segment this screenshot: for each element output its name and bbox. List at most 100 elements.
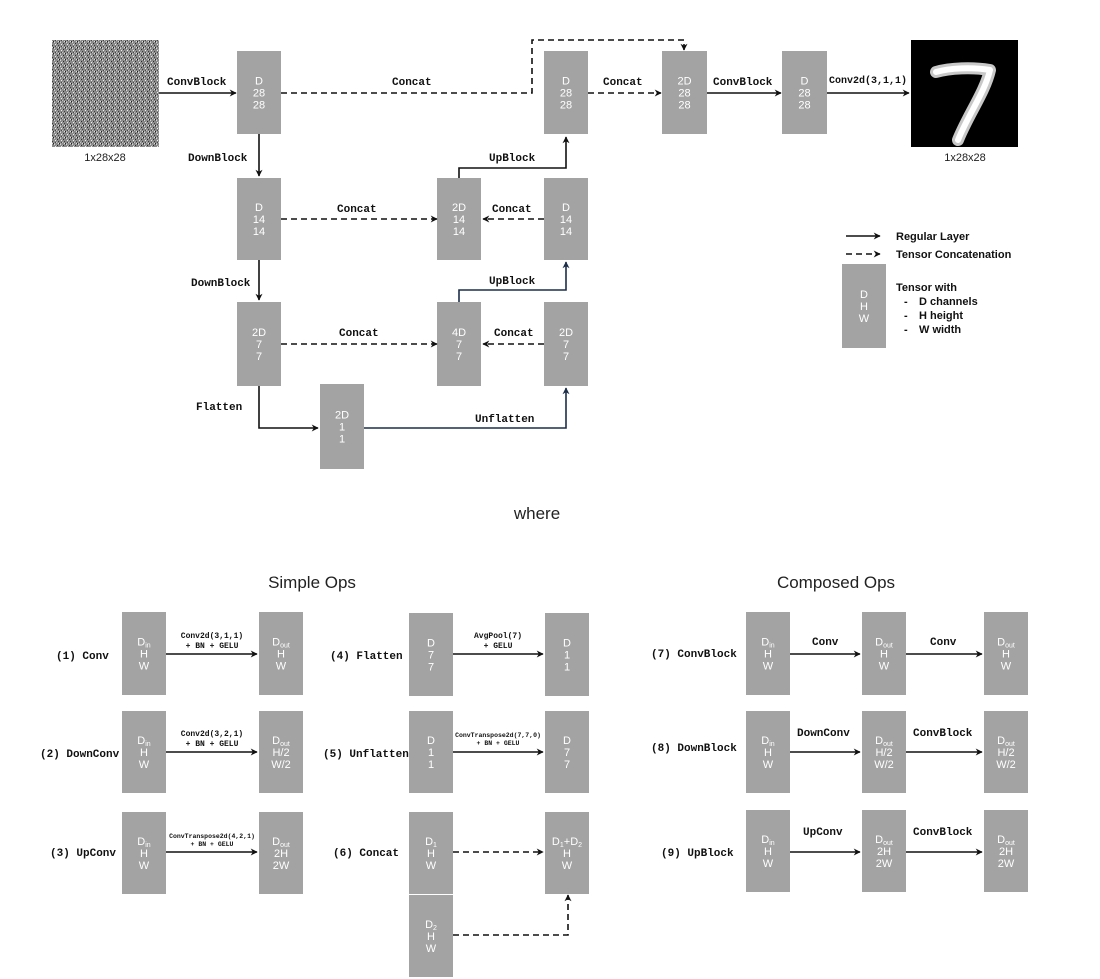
- legend-bullet-2: -: [904, 310, 908, 322]
- op-label-convblock: (7) ConvBlock: [651, 649, 737, 661]
- label-concat-mid: Concat: [337, 204, 377, 216]
- op-tensor-convblock-mid-line-3: W: [879, 661, 890, 673]
- op-tensor-downconv-in: DinHW: [122, 711, 166, 793]
- tensor-down-14-line-3: 14: [253, 226, 265, 238]
- tensor-flat-1: 2D11: [320, 384, 364, 469]
- op-tensor-downblock-in-line-3: W: [763, 759, 774, 771]
- label-upblock-1: UpBlock: [489, 276, 536, 288]
- op-tensor-convblock-mid: DoutHW: [862, 612, 906, 695]
- tensor-up-28-result-line-1: D: [562, 76, 570, 88]
- tensor-convblock-28-line-2: 28: [253, 88, 265, 100]
- tensor-up-7-concat-line-2: 7: [456, 339, 462, 351]
- legend-tensor-line-3: W: [859, 313, 870, 325]
- op-upblock-step2: ConvBlock: [913, 827, 973, 839]
- legend: Regular Layer Tensor Concatenation DHW T…: [842, 231, 1012, 348]
- label-unflatten: Unflatten: [475, 414, 534, 426]
- op-tensor-downconv-out-line-2: H/2: [272, 747, 289, 759]
- op-label-unflatten: (5) Unflatten: [323, 749, 409, 761]
- noise-input-image: [52, 40, 159, 147]
- op-convblock-step2: Conv: [930, 637, 957, 649]
- op-tensor-concat-in-1: D1HW: [409, 812, 453, 894]
- tensor-up-7-result: 2D77: [544, 302, 588, 386]
- label-convblock-in: ConvBlock: [167, 77, 227, 89]
- tensor-down-7: 2D77: [237, 302, 281, 386]
- op-downblock-step1: DownConv: [797, 728, 850, 740]
- op-tensor-unflatten-in-line-1: D: [427, 735, 435, 747]
- op-tensor-concat-in-1-line-2: H: [427, 848, 435, 860]
- tensor-convblock-28-line-1: D: [255, 76, 263, 88]
- op-tensor-concat-out-line-2: H: [563, 848, 571, 860]
- op-tensor-flatten-out-line-3: 1: [564, 662, 570, 674]
- legend-tensor: DHW: [842, 264, 886, 348]
- op-downconv-line2: + BN + GELU: [186, 740, 239, 749]
- op-tensor-downblock-mid: DoutH/2W/2: [862, 711, 906, 793]
- op-tensor-upblock-mid-line-2: 2H: [877, 846, 891, 858]
- tensor-down-14-line-2: 14: [253, 214, 265, 226]
- op-tensor-downblock-mid-line-3: W/2: [874, 759, 894, 771]
- op-upconv-line1: ConvTranspose2d(4,2,1): [169, 833, 255, 840]
- input-caption: 1x28x28: [84, 152, 126, 164]
- op-tensor-convblock-out-line-2: H: [1002, 649, 1010, 661]
- op-tensor-conv-in-line-2: H: [140, 649, 148, 661]
- tensor-up-14-result: D1414: [544, 178, 588, 260]
- tensor-up-28-concat-line-1: 2D: [677, 76, 691, 88]
- label-concat-r28: Concat: [603, 77, 643, 89]
- op-tensor-conv-out-line-2: H: [277, 649, 285, 661]
- op-label-concat: (6) Concat: [333, 848, 399, 860]
- op-label-downblock: (8) DownBlock: [651, 743, 737, 755]
- op-flatten-line1: AvgPool(7): [474, 632, 522, 641]
- label-downblock-2: DownBlock: [191, 278, 251, 290]
- digit-output-image: [911, 40, 1018, 147]
- op-tensor-downblock-in-line-2: H: [764, 747, 772, 759]
- op-flatten-line2: + GELU: [484, 642, 513, 651]
- op-tensor-unflatten-in-line-2: 1: [428, 747, 434, 759]
- op-tensor-downblock-in: DinHW: [746, 711, 790, 793]
- op-tensor-unflatten-out-line-3: 7: [564, 759, 570, 771]
- op-tensor-upblock-mid-line-3: 2W: [876, 858, 893, 870]
- op-tensor-flatten-in: D77: [409, 613, 453, 696]
- op-tensor-conv-in-line-3: W: [139, 661, 150, 673]
- label-downblock-1: DownBlock: [188, 153, 248, 165]
- op-tensor-upconv-out-line-2: 2H: [274, 848, 288, 860]
- op-tensor-upblock-mid: Dout2H2W: [862, 810, 906, 892]
- edge-unflatten: [364, 388, 566, 428]
- op-tensor-upblock-out: Dout2H2W: [984, 810, 1028, 892]
- op-label-upblock: (9) UpBlock: [661, 848, 734, 860]
- op-tensor-downblock-out: DoutH/2W/2: [984, 711, 1028, 793]
- tensor-up-7-concat: 4D77: [437, 302, 481, 386]
- op-tensor-convblock-mid-line-2: H: [880, 649, 888, 661]
- op-tensor-concat-in-2-line-2: H: [427, 931, 435, 943]
- op-tensor-unflatten-in-line-3: 1: [428, 759, 434, 771]
- op-tensor-flatten-in-line-2: 7: [428, 650, 434, 662]
- label-convblock-out: ConvBlock: [713, 77, 773, 89]
- label-conv-out: Conv2d(3,1,1): [829, 75, 907, 87]
- op-label-upconv: (3) UpConv: [50, 848, 116, 860]
- tensor-down-7-line-2: 7: [256, 339, 262, 351]
- tensor-down-7-line-1: 2D: [252, 327, 266, 339]
- tensor-up-7-result-line-2: 7: [563, 339, 569, 351]
- legend-bullet-3: -: [904, 324, 908, 336]
- tensor-flat-1-line-1: 2D: [335, 410, 349, 422]
- composed-ops-title: Composed Ops: [777, 573, 895, 592]
- tensor-down-14: D1414: [237, 178, 281, 260]
- op-tensor-flatten-in-line-3: 7: [428, 662, 434, 674]
- tensor-up-14-concat: 2D1414: [437, 178, 481, 260]
- op-tensor-convblock-in-line-2: H: [764, 649, 772, 661]
- op-tensor-unflatten-out-line-1: D: [563, 735, 571, 747]
- label-concat-low: Concat: [339, 328, 379, 340]
- op-tensor-convblock-out: DoutHW: [984, 612, 1028, 695]
- op-tensor-downblock-mid-line-2: H/2: [875, 747, 892, 759]
- tensor-down-14-line-1: D: [255, 202, 263, 214]
- op-tensor-upconv-out-line-3: 2W: [273, 860, 290, 872]
- op-unflatten-line1: ConvTranspose2d(7,7,0): [455, 732, 541, 739]
- legend-bullet-1: -: [904, 296, 908, 308]
- op-tensor-conv-out-line-3: W: [276, 661, 287, 673]
- op-tensor-downconv-out: DoutH/2W/2: [259, 711, 303, 793]
- op-tensor-convblock-in-line-3: W: [763, 661, 774, 673]
- op-tensor-concat-out: D1+D2HW: [545, 812, 589, 894]
- op-label-conv: (1) Conv: [56, 651, 109, 663]
- legend-item-width: W width: [919, 324, 961, 336]
- legend-item-height: H height: [919, 310, 963, 322]
- op-tensor-concat-in-2: D2HW: [409, 895, 453, 977]
